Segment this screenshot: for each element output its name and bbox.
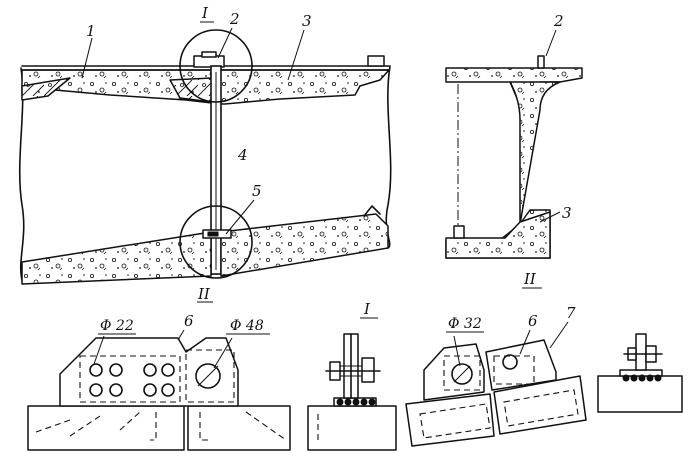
label-phi32: Φ 32: [448, 316, 482, 332]
rebar-hooks-right: [199, 411, 287, 441]
plate-left-outline: [443, 355, 481, 391]
hole-diameter-line: [197, 365, 219, 387]
bolt-hole: [143, 363, 157, 377]
bolt-hole-right: [502, 354, 518, 370]
label-detail-I-top: I: [201, 4, 209, 22]
bolt-hole: [161, 383, 175, 397]
bottom-slab-right: [220, 213, 389, 277]
bottom-right-lip: [363, 205, 381, 217]
leader-6-left: [177, 329, 185, 341]
leader-5: [225, 199, 255, 235]
label-6-right: 6: [528, 312, 538, 330]
bottom-joint-core: [207, 231, 219, 237]
leader-7: [549, 321, 569, 349]
longitudinal-view: 1 2 3 4 5 I II: [18, 4, 392, 303]
label-phi22: Φ 22: [100, 318, 134, 334]
leader-phi48: [213, 337, 233, 369]
section-leader-2: [545, 29, 557, 57]
bolt-hole: [89, 363, 103, 377]
top-joint-cap: [201, 51, 217, 58]
tilted-right-inner: [503, 389, 579, 427]
label-detail-II-bottom: II: [197, 285, 211, 303]
detail-II-base: [597, 375, 683, 413]
label-7: 7: [566, 304, 576, 322]
label-2-section: 2: [553, 12, 564, 30]
detail-circle-II: [179, 205, 253, 279]
label-5: 5: [252, 182, 262, 200]
label-phi48: Φ 48: [230, 318, 264, 334]
section-bottom-flange: [445, 211, 551, 259]
label-3-section: 3: [562, 204, 572, 222]
right-break-line: [385, 65, 392, 249]
label-detail-I: I: [363, 300, 371, 318]
bolt-hole: [109, 383, 123, 397]
detail-II-weld-beads: [622, 374, 662, 382]
left-break-line: [18, 67, 25, 285]
joint-plate-6: [59, 337, 239, 407]
detail-I: I: [307, 300, 397, 451]
detail-I-weld-beads: [336, 398, 376, 406]
bolt-hole: [161, 363, 175, 377]
plate-right-outline: [185, 349, 235, 403]
leader-phi22: [93, 335, 105, 365]
bolt-hole-phi32: [451, 363, 473, 385]
leader-3: [287, 29, 305, 81]
plate-inner-outline: [79, 355, 181, 403]
joint-plate-6-right: [485, 339, 557, 391]
leader-6-right: [519, 329, 531, 355]
bottom-slab-left: [21, 231, 212, 285]
detail-II-plates: [635, 333, 647, 371]
label-detail-II: II: [523, 270, 537, 288]
label-2-main: 2: [229, 10, 240, 28]
section-leader-3: [539, 211, 561, 223]
label-4: 4: [237, 146, 248, 164]
label-3-main: 3: [302, 12, 312, 30]
bolt-hole: [109, 363, 123, 377]
detail-I-nut-right: [361, 357, 375, 383]
label-6-left: 6: [184, 312, 194, 330]
detail-circle-I: [179, 29, 253, 103]
leader-phi32: [453, 335, 461, 367]
bottom-left-detail: Φ 22 Φ 48 6: [27, 312, 291, 451]
joint-plate-left: [423, 343, 485, 401]
bolt-hole-phi48: [195, 363, 221, 389]
detail-I-base: [307, 405, 397, 451]
right-edge-block: [367, 55, 385, 67]
base-beam-left: [27, 405, 185, 451]
bolt-holes-phi22: [89, 363, 175, 397]
section-top-stub: [537, 55, 545, 69]
base-beam-right: [187, 405, 291, 451]
leader-1: [81, 37, 93, 79]
leader-2: [217, 27, 233, 59]
cross-section: 2 3: [445, 12, 583, 259]
top-haunch-left: [21, 77, 71, 101]
bolt-hole: [89, 383, 103, 397]
label-1: 1: [86, 22, 96, 40]
tilted-left-inner: [419, 403, 491, 439]
section-bottom-block: [453, 225, 465, 239]
detail-II: II: [522, 270, 683, 413]
bolt-hole: [143, 383, 157, 397]
base-beam-tilted-left: [405, 393, 495, 447]
bottom-right-detail: Φ 32 6 7: [405, 304, 587, 447]
